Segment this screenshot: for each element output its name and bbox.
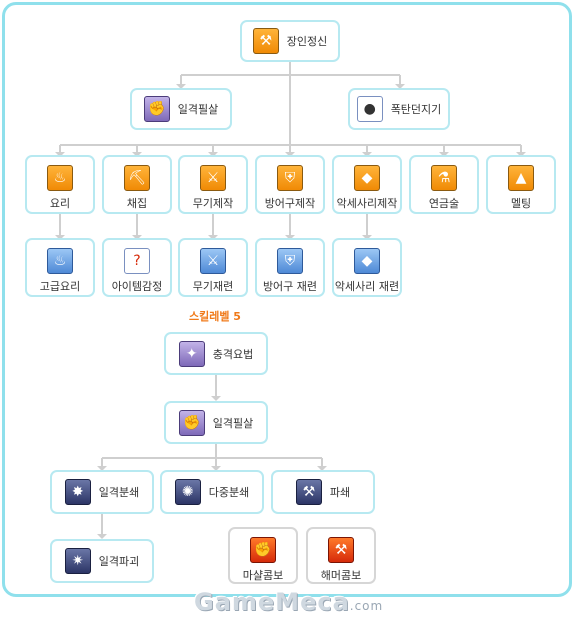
node-label: 일격필살 xyxy=(212,416,254,430)
strike-destroy-icon: ✷ xyxy=(64,548,91,574)
node-label: 방어구제작 xyxy=(264,197,316,210)
craftsman-icon: ⚒ xyxy=(252,28,279,54)
node-label: 연금술 xyxy=(428,197,460,210)
node-level2-1: ⛏ 채집 xyxy=(102,155,172,214)
node-level1-0: ✊ 일격필살 xyxy=(130,88,232,130)
node-label: 악세사리 재련 xyxy=(334,280,400,293)
weapon-craft-icon: ⚔ xyxy=(200,165,226,191)
shock-therapy-icon: ✦ xyxy=(178,340,205,367)
node-label: 방어구 재련 xyxy=(262,280,318,293)
node-root: ⚒ 장인정신 xyxy=(240,20,340,62)
appraisal-icon: ? xyxy=(124,248,150,274)
node-combat-mid: ✊ 일격필살 xyxy=(164,401,268,444)
weapon-refine-icon: ⚔ xyxy=(200,248,226,274)
node-label: 마샬콤보 xyxy=(242,569,284,582)
node-level1-1: ● 폭탄던지기 xyxy=(348,88,450,130)
node-label: 파쇄 xyxy=(329,486,351,499)
node-label: 요리 xyxy=(49,197,71,210)
node-label: 일격파괴 xyxy=(98,555,140,568)
gathering-icon: ⛏ xyxy=(124,165,150,191)
node-level3-2: ⚔ 무기재련 xyxy=(178,238,248,297)
node-level2-4: ◆ 악세사리제작 xyxy=(332,155,402,214)
node-level2-5: ⚗ 연금술 xyxy=(409,155,479,214)
node-label: 일격분쇄 xyxy=(98,486,140,499)
multi-crush-icon: ✺ xyxy=(174,479,201,505)
armor-refine-icon: ⛨ xyxy=(277,248,303,274)
node-combat-top: ✦ 충격요법 xyxy=(164,332,268,375)
watermark-suffix: .com xyxy=(349,599,384,613)
hammer-icon: ⚒ xyxy=(328,537,354,563)
alchemy-icon: ⚗ xyxy=(431,165,457,191)
accessory-craft-icon: ◆ xyxy=(354,165,380,191)
node-level3-3: ⛨ 방어구 재련 xyxy=(255,238,325,297)
melting-icon: ▲ xyxy=(508,165,534,191)
node-label: 해머콤보 xyxy=(320,569,362,582)
node-combat-grandchild: ✷ 일격파괴 xyxy=(50,539,154,583)
bomb-throw-icon: ● xyxy=(356,96,383,122)
node-combat-child-1: ✺ 다중분쇄 xyxy=(160,470,264,514)
node-label: 고급요리 xyxy=(39,280,81,293)
node-label: 아이템감정 xyxy=(111,280,163,293)
node-level3-1: ? 아이템감정 xyxy=(102,238,172,297)
strike-icon: ✊ xyxy=(178,409,205,436)
fist-icon: ✊ xyxy=(250,537,276,563)
skill-level-heading: 스킬레벨 5 xyxy=(189,310,241,323)
node-label: 멜팅 xyxy=(510,197,532,210)
node-level2-6: ▲ 멜팅 xyxy=(486,155,556,214)
node-combat-child-2: ⚒ 파쇄 xyxy=(271,470,375,514)
armor-craft-icon: ⛨ xyxy=(277,165,303,191)
node-label: 채집 xyxy=(126,197,148,210)
advanced-cooking-icon: ♨ xyxy=(47,248,73,274)
cooking-icon: ♨ xyxy=(47,165,73,191)
node-combo-0: ✊ 마샬콤보 xyxy=(228,527,298,584)
watermark-main: GameMeca xyxy=(194,588,350,616)
node-label: 폭탄던지기 xyxy=(390,103,442,116)
shatter-icon: ⚒ xyxy=(295,479,322,505)
strike-icon: ✊ xyxy=(143,96,170,122)
node-label: 충격요법 xyxy=(212,347,254,361)
node-label: 무기제작 xyxy=(192,197,234,210)
node-level2-3: ⛨ 방어구제작 xyxy=(255,155,325,214)
node-label: 다중분쇄 xyxy=(208,486,250,499)
node-label: 장인정신 xyxy=(286,35,328,48)
node-label: 악세사리제작 xyxy=(336,197,398,210)
node-level3-0: ♨ 고급요리 xyxy=(25,238,95,297)
node-combat-child-0: ✸ 일격분쇄 xyxy=(50,470,154,514)
watermark: GameMeca.com xyxy=(194,588,383,616)
strike-crush-icon: ✸ xyxy=(64,479,91,505)
accessory-refine-icon: ◆ xyxy=(354,248,380,274)
node-level2-0: ♨ 요리 xyxy=(25,155,95,214)
node-level2-2: ⚔ 무기제작 xyxy=(178,155,248,214)
node-label: 일격필살 xyxy=(177,103,219,116)
node-level3-4: ◆ 악세사리 재련 xyxy=(332,238,402,297)
node-combo-1: ⚒ 해머콤보 xyxy=(306,527,376,584)
node-label: 무기재련 xyxy=(192,280,234,293)
